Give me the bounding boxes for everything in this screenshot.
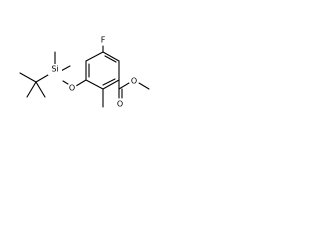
oxygen-silicon-bond [62, 80, 69, 85]
fluorine-label: F [101, 36, 106, 45]
aryl-oxygen-bond [75, 79, 87, 87]
ester-oxygen-atom: O [129, 76, 139, 86]
atom-labels: F O Si O O [48, 35, 139, 109]
tert-butyl-methyl-bond [35, 81, 46, 98]
ring-bond [85, 51, 104, 62]
ester-oxygen-label: O [131, 77, 137, 86]
ring-oxygen-atom: O [67, 83, 77, 93]
silicon-tert-butyl-bond [35, 74, 49, 83]
methyl-ester-group [118, 79, 150, 99]
carbonyl-oxygen-atom: O [115, 99, 125, 109]
ring-double-bond [104, 55, 117, 63]
methoxy-methyl-bond [138, 82, 150, 90]
ester-oxygen-bond [118, 82, 130, 90]
ring-oxygen-label: O [69, 84, 75, 93]
ring-bond [102, 51, 120, 62]
benzene-ring [85, 51, 120, 90]
ring-bond [85, 79, 104, 90]
molecule-structure: F O Si O O [19, 35, 150, 109]
tert-butyl-methyl-bond [19, 72, 37, 83]
tert-butyl-methyl-bond [26, 81, 37, 98]
carbonyl-oxygen-label: O [117, 100, 123, 109]
silicon-label: Si [51, 65, 58, 74]
ring-double-bond [102, 78, 116, 86]
ring-bond [102, 79, 120, 90]
fluorine-atom: F [98, 35, 108, 45]
silicon-atom: Si [48, 64, 62, 75]
